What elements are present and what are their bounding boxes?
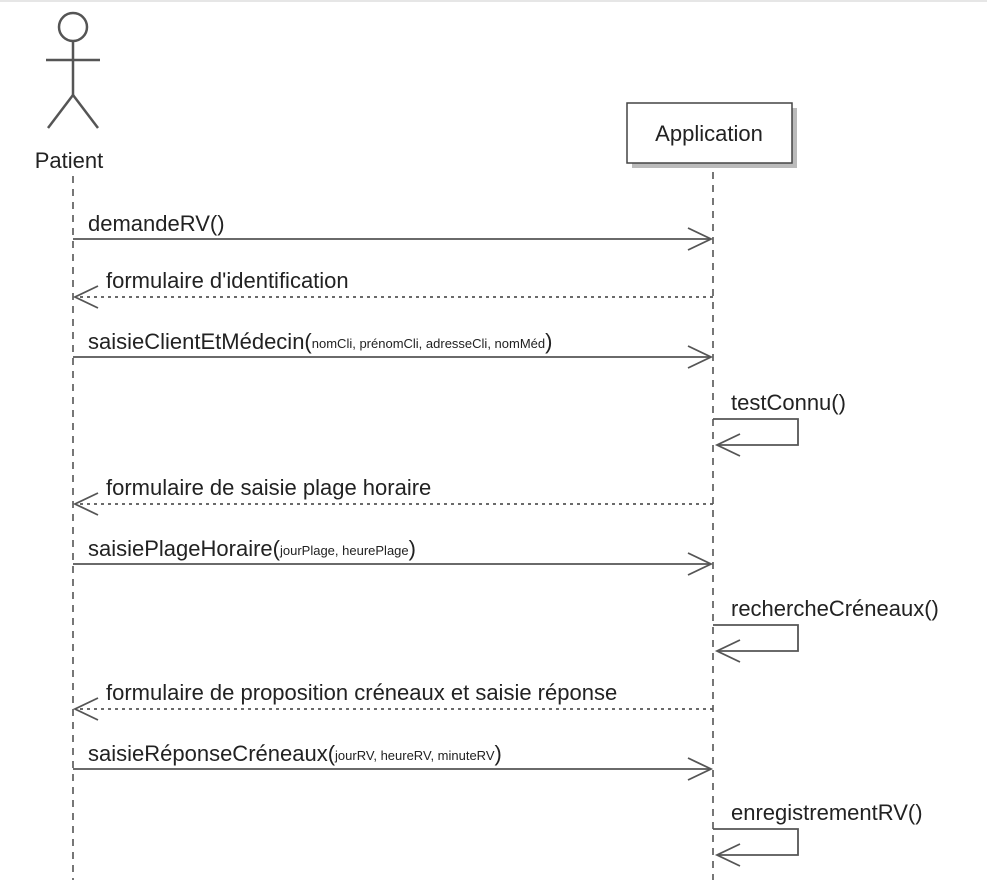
participant-label-patient: Patient xyxy=(35,148,104,173)
message-demande-rv: demandeRV() xyxy=(73,211,714,251)
message-label: saisiePlageHoraire(jourPlage, heurePlage… xyxy=(88,536,416,561)
message-label: formulaire de proposition créneaux et sa… xyxy=(106,680,617,705)
message-label: saisieRéponseCréneaux(jourRV, heureRV, m… xyxy=(88,741,502,766)
stick-figure-icon xyxy=(46,11,100,129)
message-saisie-reponse-creneaux: saisieRéponseCréneaux(jourRV, heureRV, m… xyxy=(73,741,714,781)
message-label: formulaire de saisie plage horaire xyxy=(106,475,431,500)
message-formulaire-proposition: formulaire de proposition créneaux et sa… xyxy=(72,680,713,721)
message-label: enregistrementRV() xyxy=(731,800,923,825)
message-formulaire-identification: formulaire d'identification xyxy=(72,268,713,309)
message-enregistrement-rv: enregistrementRV() xyxy=(713,800,923,867)
actor-patient: Patient xyxy=(35,11,104,173)
message-saisie-plage-horaire: saisiePlageHoraire(jourPlage, heurePlage… xyxy=(73,536,714,576)
message-label: saisieClientEtMédecin(nomCli, prénomCli,… xyxy=(88,329,552,354)
message-test-connu: testConnu() xyxy=(713,390,846,457)
participant-label-application: Application xyxy=(655,121,763,146)
message-saisie-client-et-medecin: saisieClientEtMédecin(nomCli, prénomCli,… xyxy=(73,329,714,369)
participant-application: Application xyxy=(626,102,797,168)
message-label: rechercheCréneaux() xyxy=(731,596,939,621)
message-recherche-creneaux: rechercheCréneaux() xyxy=(713,596,939,663)
message-label: formulaire d'identification xyxy=(106,268,349,293)
message-formulaire-saisie-plage: formulaire de saisie plage horaire xyxy=(72,475,713,516)
message-label: testConnu() xyxy=(731,390,846,415)
message-label: demandeRV() xyxy=(88,211,225,236)
participant-box xyxy=(626,102,793,164)
